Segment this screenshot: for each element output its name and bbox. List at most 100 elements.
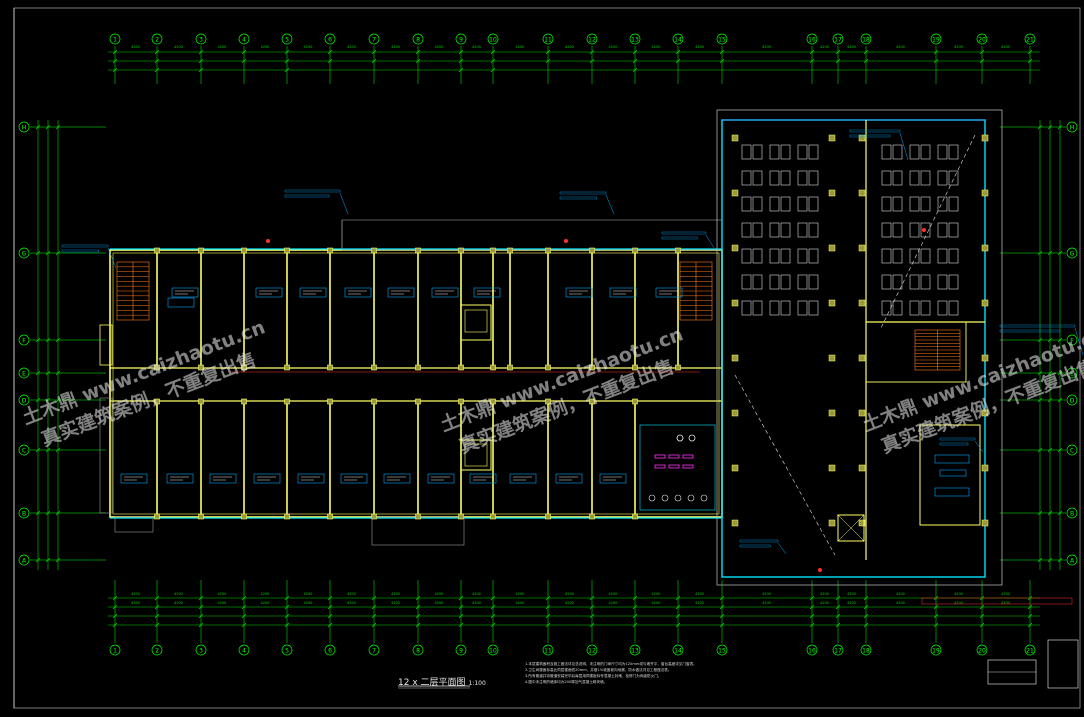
axis-label: 10 xyxy=(489,648,497,655)
desk-block xyxy=(892,170,903,186)
east-office xyxy=(919,424,981,526)
axis-bubble xyxy=(18,507,30,519)
desk-block xyxy=(909,274,920,290)
axis-bubble xyxy=(18,367,30,379)
axis-label: H xyxy=(1070,124,1075,131)
column xyxy=(545,247,551,254)
desk-block xyxy=(752,170,763,186)
column xyxy=(241,364,247,371)
axis-bubble xyxy=(281,644,293,656)
desk-block xyxy=(797,222,808,238)
axis-bubble xyxy=(368,644,380,656)
axis-label: C xyxy=(22,447,26,454)
column xyxy=(415,364,421,371)
axis-label: 12 xyxy=(588,37,596,44)
room-tag xyxy=(383,473,411,484)
wc-fixture xyxy=(700,494,708,502)
axis-bubble xyxy=(542,644,554,656)
axis-bubble xyxy=(806,644,818,656)
axis-label: 9 xyxy=(459,37,463,44)
dim-value: 4200 xyxy=(435,45,444,49)
axis-bubble xyxy=(586,644,598,656)
axis-label: 6 xyxy=(328,37,332,44)
axis-label: 14 xyxy=(674,648,682,655)
building-plan xyxy=(99,109,1003,586)
column xyxy=(632,364,638,371)
desk-block xyxy=(892,196,903,212)
axis-bubble xyxy=(109,644,121,656)
axis-label: D xyxy=(22,397,27,404)
dim-value: 4200 xyxy=(847,601,856,605)
desk-block xyxy=(780,144,791,160)
axis-label: B xyxy=(1070,510,1074,517)
desk-block xyxy=(780,300,791,316)
axis-bubble xyxy=(1024,33,1036,45)
axis-bubble xyxy=(281,33,293,45)
axis-label: 9 xyxy=(459,648,463,655)
desk-block xyxy=(920,196,931,212)
note-line: 2.卫生间楼面标高比同层楼面低20mm，并做1%坡度坡向地漏，防水做法详见工程做… xyxy=(525,668,672,672)
room-tag xyxy=(171,287,199,298)
room-tag xyxy=(209,473,237,484)
axis-label: 17 xyxy=(834,37,842,44)
desk-block xyxy=(948,300,959,316)
dim-value: 4200 xyxy=(652,601,661,605)
axis-bubble xyxy=(1066,444,1078,456)
axis-bubble xyxy=(1066,507,1078,519)
desk-block xyxy=(797,300,808,316)
red-mark xyxy=(818,568,822,572)
column xyxy=(490,513,496,520)
desk-block xyxy=(948,196,959,212)
axis-bubble xyxy=(1066,247,1078,259)
desk-block xyxy=(741,222,752,238)
axis-label: F xyxy=(1070,337,1074,344)
shaft xyxy=(460,304,492,341)
note-line: 3.所有管道井待管道安装完毕后每层用同楼板标号混凝土封堵，检修门为丙级防火门。 xyxy=(525,674,662,678)
east-column xyxy=(981,354,989,362)
dim-value: 4200 xyxy=(1001,601,1010,605)
annotation-leader xyxy=(705,234,715,249)
axis-label: 16 xyxy=(808,648,816,655)
annotation-leader xyxy=(339,192,349,215)
dim-value: 4200 xyxy=(896,592,905,596)
dim-value: 4200 xyxy=(516,592,525,596)
dim-value: 4200 xyxy=(516,601,525,605)
red-mark xyxy=(922,228,926,232)
annotation-text-block xyxy=(939,437,976,441)
east-column xyxy=(858,519,866,527)
desk-block xyxy=(752,248,763,264)
annotation-text-block xyxy=(559,191,607,195)
wc-fixture xyxy=(687,494,695,502)
desk-block xyxy=(797,144,808,160)
east-column xyxy=(981,464,989,472)
dim-value: 4200 xyxy=(472,45,481,49)
east-column xyxy=(828,189,836,197)
column xyxy=(154,398,160,405)
axis-bubble xyxy=(1066,367,1078,379)
wc-fixture xyxy=(661,494,669,502)
axis-bubble xyxy=(412,33,424,45)
dim-value: 4200 xyxy=(762,45,771,49)
axis-label: 11 xyxy=(544,648,552,655)
dim-value: 4200 xyxy=(954,601,963,605)
axis-bubble xyxy=(324,33,336,45)
note-line: 1.本层建筑面积及施工做法详见总说明，未注明的门垛尺寸均为120mm或与墙齐平，… xyxy=(525,662,697,666)
red-mark xyxy=(564,239,568,243)
axis-bubble xyxy=(860,33,872,45)
desk-block xyxy=(741,196,752,212)
dim-value: 4200 xyxy=(261,601,270,605)
dim-value: 4200 xyxy=(896,601,905,605)
column xyxy=(415,513,421,520)
axis-bubble xyxy=(109,33,121,45)
dim-value: 4200 xyxy=(1001,45,1010,49)
annotation-leader xyxy=(107,247,117,269)
axis-label: E xyxy=(22,370,26,377)
desk-block xyxy=(937,170,948,186)
axis-label: 6 xyxy=(328,648,332,655)
desk-block xyxy=(769,300,780,316)
east-stair-hall xyxy=(865,321,967,383)
column xyxy=(371,513,377,520)
axis-label: 10 xyxy=(489,37,497,44)
desk-block xyxy=(769,248,780,264)
wash-fixture xyxy=(654,454,666,459)
